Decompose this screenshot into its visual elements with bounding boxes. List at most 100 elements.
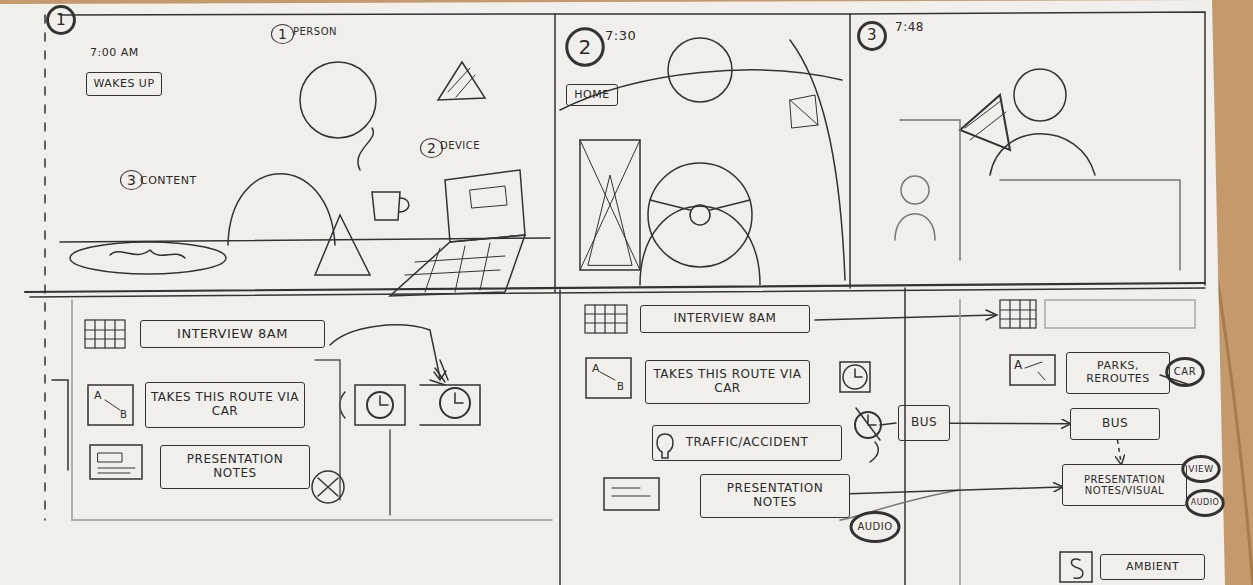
- node-text: BUS: [907, 416, 941, 430]
- text-box: INTERVIEW 8AM: [640, 305, 810, 333]
- node-text: WAKES UP: [89, 78, 158, 91]
- windshield-pillar: [790, 40, 845, 280]
- circled-text: CAR: [1166, 358, 1204, 386]
- laptop-screen: [445, 170, 525, 242]
- leader-arrow: [815, 315, 995, 320]
- laptop-keyboard: [390, 235, 525, 296]
- music-note: [1071, 559, 1083, 578]
- node-text: 1: [52, 11, 71, 29]
- clock-frame: [355, 385, 405, 425]
- node-text: TRAFFIC/ACCIDENT: [682, 436, 813, 450]
- node-text: TAKES THIS ROUTE VIA CAR: [646, 368, 809, 396]
- panel-frame: [850, 12, 1205, 285]
- calendar-icon: [85, 320, 125, 348]
- circled-text: 3: [858, 22, 886, 50]
- node-text: AMBIENT: [1122, 561, 1183, 574]
- bus-seats: [900, 120, 1180, 270]
- flow-arrow: [1117, 440, 1121, 464]
- node-text: PARKS, REROUTES: [1067, 360, 1169, 385]
- panel-frame: [60, 14, 555, 292]
- bracket: [315, 360, 390, 515]
- circled-text: AUDIO: [850, 512, 900, 542]
- clock-hands: [855, 369, 862, 377]
- slide-lines: [612, 488, 650, 496]
- node-text: BUS: [1098, 417, 1132, 431]
- person-head: [300, 62, 376, 138]
- phone-mount: [790, 95, 818, 128]
- content-triangle: [315, 215, 370, 275]
- clock-frame: [420, 385, 480, 425]
- annotation-label: 7:30: [605, 28, 636, 43]
- annotation-label: A: [94, 389, 102, 402]
- coffee-mug: [372, 192, 400, 220]
- route-arrow: [105, 400, 120, 410]
- connector-squiggle: [358, 128, 373, 170]
- passenger-head: [1014, 69, 1066, 121]
- breakfast-plate: [70, 242, 226, 274]
- calendar-icon: [585, 305, 627, 333]
- route-icon: [1010, 355, 1055, 385]
- seated-person: [895, 214, 935, 240]
- annotation-label: B: [120, 409, 127, 420]
- mug-handle: [399, 198, 409, 212]
- sub-frame: [72, 300, 552, 520]
- node-text: PRESENTATION NOTES: [701, 482, 849, 510]
- node-text: HOME: [570, 89, 613, 102]
- node-text: AUDIO: [853, 521, 896, 533]
- sketch-lines: [25, 12, 1205, 585]
- tablet: [580, 140, 640, 270]
- divider-line: [25, 283, 1205, 292]
- divider-line: [30, 288, 1205, 297]
- text-box: TAKES THIS ROUTE VIA CAR: [645, 360, 810, 404]
- node-text: PRESENTATION NOTES: [161, 453, 309, 481]
- text-box: BUS: [1070, 408, 1160, 440]
- annotation-label: A: [1014, 358, 1023, 372]
- text-box: PRESENTATION NOTES: [160, 445, 310, 489]
- leader-arrow: [330, 325, 440, 378]
- leader-line: [880, 423, 896, 425]
- driver-head: [668, 38, 732, 102]
- alarm-burst: [430, 360, 463, 403]
- node-text: TAKES THIS ROUTE VIA CAR: [146, 391, 304, 419]
- panel-frame: [555, 14, 850, 288]
- slide-lines: [98, 453, 135, 473]
- tablet-content: [580, 140, 640, 270]
- node-text: CAR: [1170, 366, 1200, 378]
- node-text: INTERVIEW 8AM: [670, 312, 781, 326]
- route-arrow: [1025, 362, 1045, 380]
- circled-text: AUDIO: [1186, 490, 1224, 516]
- calendar-icon: [1000, 300, 1036, 328]
- cancel-mark: [312, 471, 344, 503]
- dashboard: [560, 70, 842, 110]
- wheel-spokes: [650, 200, 750, 210]
- node-text: PRESENTATION NOTES/VISUAL: [1063, 474, 1186, 497]
- content-triangle: [438, 62, 485, 100]
- dashed-edge: [44, 15, 46, 520]
- phone-screen: [960, 95, 1010, 150]
- text-box: PRESENTATION NOTES/VISUAL: [1062, 464, 1187, 506]
- column-divider: [959, 300, 961, 585]
- clock-icon: [843, 365, 867, 389]
- node-text: 2: [574, 36, 595, 59]
- callout-number: 2: [420, 138, 443, 158]
- annotation-label: CONTENT: [140, 174, 197, 187]
- food: [110, 250, 185, 258]
- annotation-label: 7:00 AM: [90, 46, 139, 59]
- node-text: 3: [863, 27, 881, 44]
- circled-text: 2: [566, 28, 604, 66]
- text-box: HOME: [566, 84, 618, 106]
- text-box: INTERVIEW 8AM: [140, 320, 325, 348]
- annotation-label: 7:48: [895, 20, 924, 34]
- route-icon: [88, 385, 133, 425]
- clock-frame: [840, 362, 870, 392]
- callout-number: 1: [271, 24, 294, 44]
- callout-number: 3: [120, 170, 143, 190]
- node-text: VIEW: [1184, 464, 1217, 474]
- leader-arrow: [870, 442, 878, 462]
- clock-hands: [856, 408, 880, 440]
- column-divider: [904, 288, 906, 585]
- annotation-label: A: [592, 362, 600, 375]
